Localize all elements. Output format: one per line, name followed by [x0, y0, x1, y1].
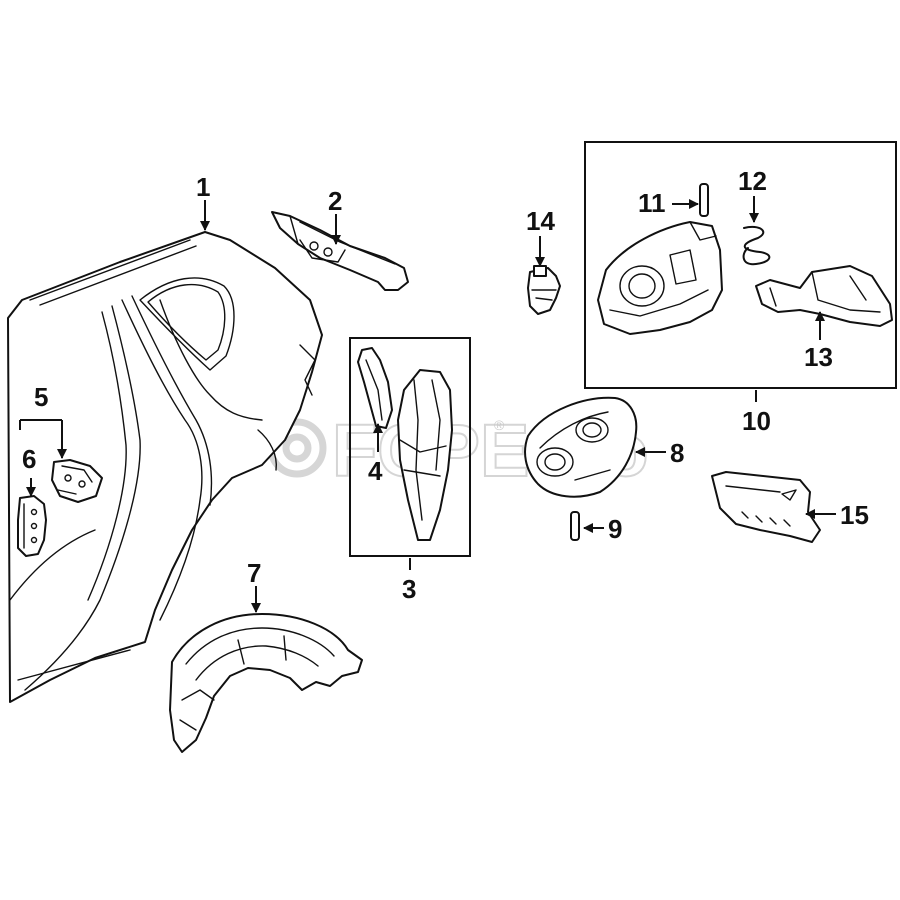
part-bracket-5[interactable]	[51, 459, 103, 503]
group-box-10	[584, 141, 897, 389]
callout-5: 5	[34, 382, 48, 412]
callout-7: 7	[247, 558, 261, 588]
callout-10: 10	[742, 406, 771, 436]
callout-2: 2	[328, 186, 342, 216]
callout-12: 12	[738, 166, 767, 196]
part-spring-12[interactable]	[742, 226, 771, 266]
callout-15: 15	[840, 500, 869, 530]
part-cover-plate-15[interactable]	[711, 471, 821, 543]
part-quarter-panel[interactable]	[7, 231, 323, 703]
part-sensor-14[interactable]	[527, 265, 561, 315]
part-bracket-6[interactable]	[17, 495, 47, 557]
part-actuator-13[interactable]	[755, 265, 893, 327]
callout-11: 11	[638, 188, 666, 218]
callout-3: 3	[402, 574, 416, 604]
callout-1: 1	[196, 172, 210, 202]
part-inner-panel-4[interactable]	[357, 347, 453, 541]
callout-labels: 1 2 3 4 5 6 7 8 9 10 11 12 13 14 15	[22, 166, 869, 604]
callout-13: 13	[804, 342, 833, 372]
group-box-3	[349, 337, 471, 557]
callout-6: 6	[22, 444, 36, 474]
part-fuel-door-10[interactable]	[597, 221, 723, 335]
callout-14: 14	[526, 206, 555, 236]
part-wheel-liner[interactable]	[169, 613, 363, 753]
leader-lines	[19, 196, 836, 613]
callout-8: 8	[670, 438, 684, 468]
part-pin-11[interactable]	[699, 183, 709, 217]
watermark-registered: ®	[494, 417, 505, 433]
callout-4: 4	[368, 456, 383, 486]
part-pin-9[interactable]	[570, 511, 580, 541]
part-rail-bracket[interactable]	[271, 211, 409, 291]
part-fuel-door-housing[interactable]	[524, 396, 638, 498]
callout-9: 9	[608, 514, 622, 544]
